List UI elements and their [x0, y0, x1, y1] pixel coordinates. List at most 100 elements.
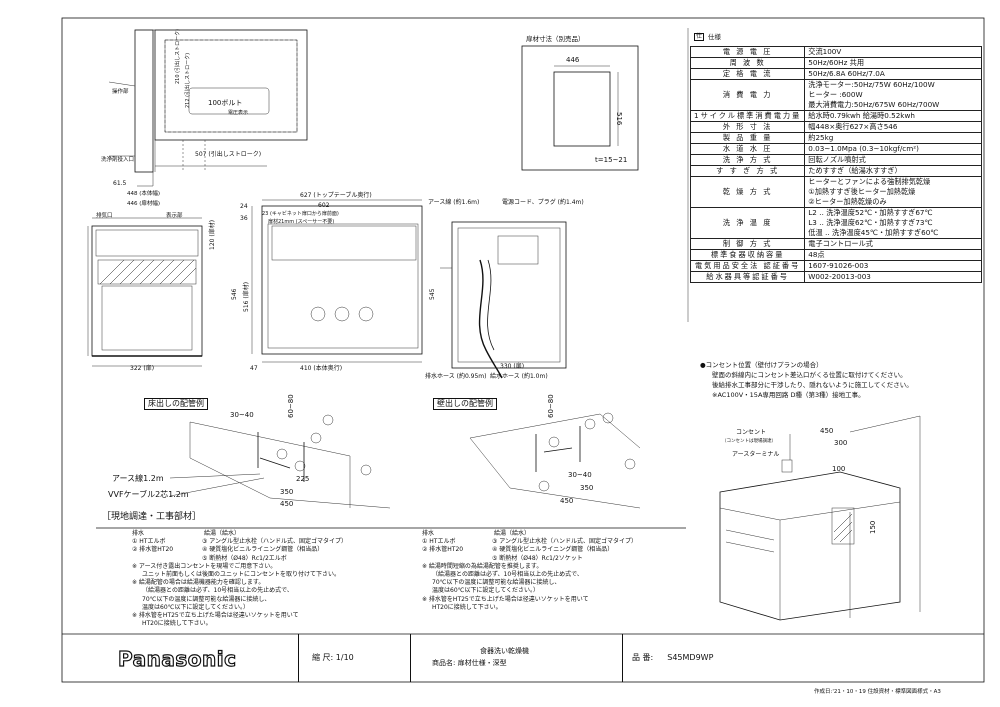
label-power-cord: 電源コード、プラグ (約1.4m)	[502, 199, 584, 206]
label-earth-wire: アース線 (約1.6m)	[428, 199, 480, 206]
product-name-label: 商品名:	[432, 659, 456, 667]
top-view-drawing	[108, 29, 308, 187]
spec-row: 製 品 重 量約25kg	[689, 132, 983, 144]
dim-448: 448 (本体幅)	[127, 191, 161, 197]
notes-left-n1: ※ アース付き露出コンセントを現場でご用意下さい。	[132, 562, 277, 570]
spec-value: 48点	[804, 249, 983, 261]
notes-right-n3: 70℃以下の温度に調整可能な給湯器に接続し、	[432, 579, 561, 587]
dim-61-5: 61.5	[113, 180, 127, 187]
spec-value: 幅448×奥行627×高さ546	[804, 121, 983, 133]
outlet-line-3: ※AC100V・15A専用回路 D種（第3種）接地工事。	[712, 391, 865, 399]
label-display: 表示部	[166, 213, 183, 219]
spec-value-line: 回転ノズル噴射式	[808, 155, 866, 164]
spec-value-line: 幅448×奥行627×高さ546	[808, 122, 898, 131]
spec-value-line: 50Hz/6.8A 60Hz/7.0A	[808, 69, 885, 78]
spec-value: 約25kg	[804, 132, 983, 144]
spec-value-line: 1607-91026-003	[808, 261, 869, 270]
notes-right-h1: 排水	[422, 530, 435, 537]
panel-size-drawing	[521, 45, 639, 171]
dim-212: 212 (引出しストローク)	[185, 52, 191, 108]
spec-key: 洗 浄 温 度	[689, 207, 806, 239]
spec-key: 水 道 水 圧	[689, 143, 806, 155]
notes-right-n2: （給湯器との距離は必ず、10号相当以上の先止め式で、	[432, 571, 583, 579]
notes-left-n4: （給湯器との距離は必ず、10号相当以上の先止め式で、	[142, 587, 293, 595]
spec-value: 50Hz/6.8A 60Hz/7.0A	[804, 68, 983, 80]
label-operation: 操作部	[112, 89, 129, 95]
spec-value-line: 低温 ‥ 洗浄温度45℃・加熱すすぎ60℃	[808, 228, 939, 237]
notes-left-h1: 排水	[132, 530, 145, 537]
spec-value: ためすすぎ（給湯水すすぎ）	[804, 165, 983, 177]
label-earth-line: アース線1.2m	[112, 474, 164, 483]
spec-value-line: 給水時0.79kwh 給湯時0.52kwh	[808, 111, 915, 120]
spec-value: 回転ノズル噴射式	[804, 154, 983, 166]
side-view-drawing	[251, 199, 423, 363]
notes-left-n3: ※ 給湯配管の場合は給湯機器能力を確認します。	[132, 579, 265, 587]
dim-210: 210 (引出しストローク)	[175, 28, 181, 84]
dim-450-right: 450	[560, 497, 574, 505]
dim-322: 322 (扉)	[130, 365, 155, 372]
spec-value-line: 48点	[808, 250, 825, 259]
spec-row: す す ぎ 方 式ためすすぎ（給湯水すすぎ）	[689, 165, 983, 177]
notes-right-i2: ② 排水管HT20	[422, 546, 464, 554]
label-pipe-floor: 床出しの配管例	[144, 398, 208, 410]
spec-value-line: 50Hz/60Hz 共用	[808, 58, 865, 67]
spec-value-line: ヒーターとファンによる強制排気乾燥	[808, 177, 931, 186]
dim-602: 602	[318, 202, 330, 209]
spec-header-mark: 仕	[694, 33, 705, 41]
dim-546: 546	[231, 288, 238, 300]
notes-right-i1: ① HTエルボ	[422, 538, 456, 546]
notes-right-i3: ③ アングル型止水栓（ハンドル式、固定ゴマタイプ）	[492, 538, 638, 546]
dim-545: 545	[429, 288, 436, 300]
panel-width: 446	[566, 56, 580, 64]
label-pipe-wall: 壁出しの配管例	[433, 398, 497, 410]
title-block-scale-cell: 縮 尺: 1/10	[298, 634, 411, 682]
notes-right-n6: HT20に接続して下さい。	[432, 603, 502, 611]
spec-row: 1サイクル標準消費電力量給水時0.79kwh 給湯時0.52kwh	[689, 110, 983, 122]
spec-value-line: ヒーター :600W	[808, 90, 863, 99]
spec-value-line: 洗浄モーター:50Hz/75W 60Hz/100W	[808, 80, 935, 89]
spec-value-line: ②ヒーター加熱乾燥のみ	[808, 197, 887, 206]
label-detergent: 洗浄剤投入口	[101, 157, 135, 163]
dim-30-40-left: 30~40	[230, 411, 254, 419]
dim-350-left: 350	[280, 488, 294, 496]
notes-left-n5: 70℃以下の温度に調整可能な給湯器に接続し、	[142, 595, 271, 603]
spec-key: 電気用品安全法 認証番号	[689, 260, 806, 272]
spec-key: 外 形 寸 法	[689, 121, 806, 133]
spec-value: 電子コントロール式	[804, 238, 983, 250]
front-view-drawing	[87, 217, 203, 367]
spec-value-line: 電子コントロール式	[808, 239, 873, 248]
panasonic-logo: Panasonic	[117, 646, 237, 671]
outlet-consent: コンセント	[736, 429, 767, 436]
dim-60-80-right: 60~80	[547, 394, 555, 418]
panel-thickness: t=15~21	[595, 156, 628, 164]
dim-507: 507 (引出しストローク)	[195, 151, 262, 158]
dim-36: 36	[240, 215, 248, 222]
product-kind: 食器洗い乾燥機	[480, 647, 529, 655]
dim-225: 225	[296, 475, 310, 483]
dim-120: 120 (扉材)	[209, 219, 216, 250]
spec-row: 制 御 方 式電子コントロール式	[689, 238, 983, 250]
spec-value: 交流100V	[804, 46, 983, 58]
spec-value-line: L3 ‥ 洗浄温度62℃・加熱すすぎ73℃	[808, 218, 933, 227]
dim-330: 330 (扉)	[500, 363, 525, 370]
product-name: 扉材仕様・深型	[457, 659, 507, 667]
spec-key: す す ぎ 方 式	[689, 165, 806, 177]
spec-value-line: ためすすぎ（給湯水すすぎ）	[808, 166, 902, 175]
spec-value-line: L2 ‥ 洗浄温度52℃・加熱すすぎ67℃	[808, 208, 933, 217]
spec-value-line: W002-20013-003	[808, 272, 871, 281]
part-no: S45MD9WP	[667, 653, 714, 662]
scale-label: 縮 尺:	[312, 653, 334, 662]
dim-410: 410 (本体奥行)	[300, 365, 343, 372]
part-no-label: 品 番:	[632, 653, 654, 662]
spec-value-line: ①加熱すすぎ後ヒーター加熱乾燥	[808, 187, 916, 196]
